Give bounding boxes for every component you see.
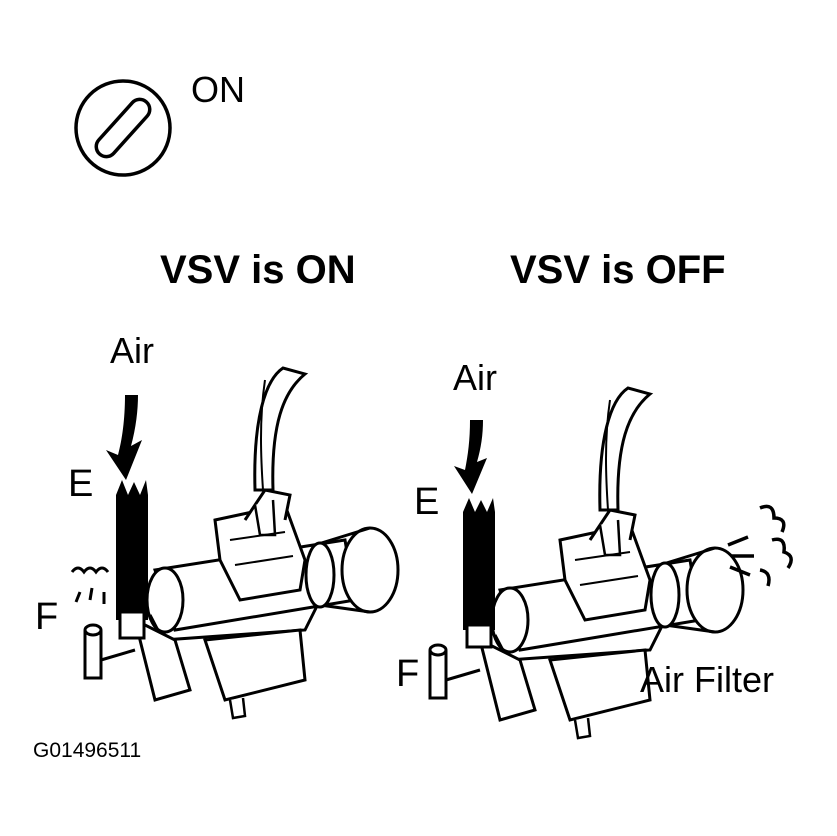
ignition-on-label: ON bbox=[191, 69, 245, 110]
ignition-key-icon bbox=[74, 79, 172, 177]
air-exit-icon bbox=[727, 504, 793, 587]
air-label-off: Air bbox=[453, 357, 497, 398]
air-arrow-icon bbox=[106, 395, 142, 480]
vsv-off-illustration bbox=[428, 386, 793, 740]
figure-code: G01496511 bbox=[33, 739, 142, 762]
air-filter-label: Air Filter bbox=[640, 659, 774, 700]
port-f-label-off: F bbox=[396, 653, 420, 695]
port-e-pipe bbox=[463, 512, 495, 630]
port-e-label-off: E bbox=[414, 481, 440, 523]
port-e-label-on: E bbox=[68, 463, 94, 505]
vsv-on-illustration bbox=[70, 366, 400, 720]
panel-title-vsv-on: VSV is ON bbox=[160, 248, 356, 292]
air-label-on: Air bbox=[110, 330, 154, 371]
port-e-pipe bbox=[116, 495, 148, 620]
port-f-label-on: F bbox=[35, 596, 59, 638]
air-escape-icon bbox=[70, 566, 110, 604]
panel-title-vsv-off: VSV is OFF bbox=[510, 248, 726, 292]
air-arrow-icon bbox=[454, 420, 487, 494]
